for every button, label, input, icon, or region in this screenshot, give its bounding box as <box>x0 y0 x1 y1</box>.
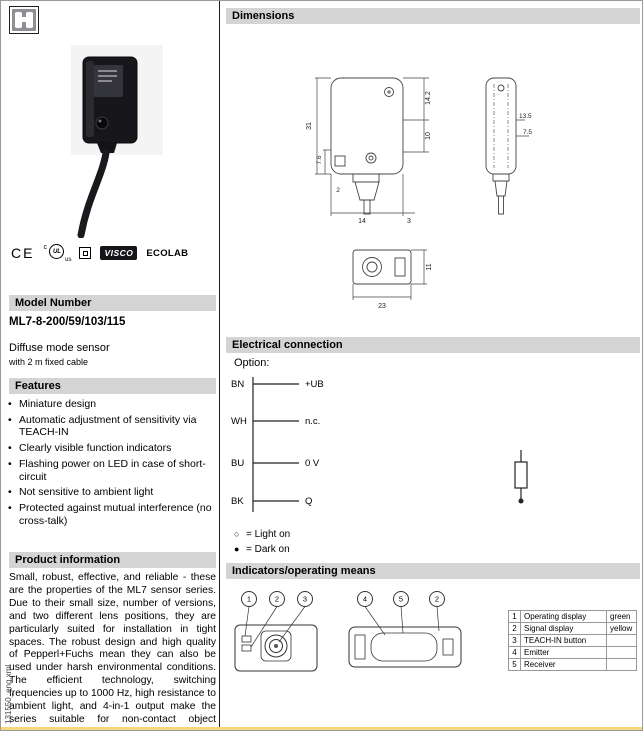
indicator-value <box>606 634 637 647</box>
indicator-label: Receiver <box>520 658 607 671</box>
indicator-number: 3 <box>508 634 521 647</box>
callout-number: 3 <box>303 595 307 604</box>
ul-mark: c UL us <box>43 244 72 263</box>
dimension-labels: 31 14.2 10 7.6 2 14 3 13.5 7.5 23 11 <box>306 91 532 310</box>
switching-legend: ○= Light on ●= Dark on <box>234 527 290 557</box>
callout-number: 1 <box>247 595 251 604</box>
feature-item: Miniature design <box>8 398 216 411</box>
section-header-indicators: Indicators/operating means <box>226 563 640 579</box>
dim-label: 10 <box>425 132 432 140</box>
indicator-label: Emitter <box>520 646 607 659</box>
option-label: Option: <box>234 357 270 369</box>
ecolab-logo: ECOLAB <box>146 247 189 259</box>
indicators-front-view: 1 2 3 <box>234 591 318 672</box>
model-cable-note: with 2 m fixed cable <box>9 357 89 367</box>
model-description: Diffuse mode sensor <box>9 342 110 354</box>
section-header-model-number: Model Number <box>9 295 216 311</box>
wire-signal: 0 V <box>305 458 320 469</box>
product-information-text: Small, robust, effective, and reliable -… <box>9 572 216 730</box>
callout-number: 2 <box>435 595 439 604</box>
section-header-electrical-connection: Electrical connection <box>226 337 640 353</box>
callout-number: 2 <box>275 595 279 604</box>
feature-item: Clearly visible function indicators <box>8 442 216 455</box>
wire-code: BU <box>231 458 244 469</box>
dimension-lines <box>315 77 429 216</box>
feature-item: Protected against mutual interference (n… <box>8 502 216 527</box>
dim-label: 2 <box>336 187 340 194</box>
indicator-label: TEACH-IN button <box>520 634 607 647</box>
callout-number: 4 <box>363 595 367 604</box>
dim-label: 3 <box>407 218 411 225</box>
front-view <box>330 77 404 215</box>
callout-number: 5 <box>399 595 403 604</box>
load-resistor <box>514 450 528 501</box>
sensor-cable <box>77 149 110 238</box>
accent-strip <box>1 727 642 730</box>
legend-light-on: ○= Light on <box>234 529 291 540</box>
table-row: 5 Receiver <box>508 658 637 671</box>
indicator-number: 4 <box>508 646 521 659</box>
table-row: 2 Signal display yellow <box>508 622 637 635</box>
pf-logo-icon <box>9 6 39 34</box>
dim-label: 31 <box>306 122 313 130</box>
section-header-product-information: Product information <box>9 552 216 568</box>
dim-label: 11 <box>426 263 433 270</box>
features-list: Miniature design Automatic adjustment of… <box>8 398 216 531</box>
feature-item: Automatic adjustment of sensitivity via … <box>8 414 216 439</box>
wiring-diagram: BN +UB WH n.c. BU 0 V BK Q <box>231 377 528 512</box>
table-row: 3 TEACH-IN button <box>508 634 637 647</box>
dimensions-drawing: 31 14.2 10 7.6 2 14 3 13.5 7.5 23 11 <box>306 77 532 310</box>
indicator-number: 5 <box>508 658 521 671</box>
wire-code: BK <box>231 496 244 507</box>
indicator-value <box>606 646 637 659</box>
column-divider <box>219 1 220 730</box>
section-header-features: Features <box>9 378 216 394</box>
indicator-label: Operating display <box>520 610 607 623</box>
dim-label: 7.5 <box>523 129 532 136</box>
document-file-label: 131550_eng.xml <box>4 664 13 724</box>
certification-row: CE c UL us VISCO ECOLAB <box>11 241 188 265</box>
indicators-top-view: 4 5 2 <box>348 591 462 668</box>
bottom-view <box>352 249 427 300</box>
wire-signal: Q <box>305 496 312 507</box>
teach-button-center <box>274 644 278 648</box>
dim-label: 23 <box>378 303 386 310</box>
wire-signal: n.c. <box>305 416 320 427</box>
side-view <box>485 77 529 215</box>
sensor-body <box>82 56 138 153</box>
indicator-number: 2 <box>508 622 521 635</box>
table-row: 4 Emitter <box>508 646 637 659</box>
callout-numbers: 4 5 2 <box>363 595 439 604</box>
ul-circle-icon: UL <box>49 244 65 259</box>
model-number: ML7-8-200/59/103/115 <box>9 316 126 328</box>
feature-item: Not sensitive to ambient light <box>8 486 216 499</box>
legend-dark-on: ●= Dark on <box>234 544 290 555</box>
wire-code: BN <box>231 379 244 390</box>
feature-item: Flashing power on LED in case of short-c… <box>8 458 216 483</box>
visco-logo: VISCO <box>100 246 138 260</box>
indicators-table: 1 Operating display green 2 Signal displ… <box>508 610 637 671</box>
indicator-value: green <box>606 610 637 623</box>
table-row: 1 Operating display green <box>508 610 637 623</box>
dim-label: 14 <box>358 218 366 225</box>
wire-signal: +UB <box>305 379 324 390</box>
dim-label: 13.5 <box>519 113 532 120</box>
section-header-dimensions: Dimensions <box>226 8 640 24</box>
callout-numbers: 1 2 3 <box>247 595 307 604</box>
ce-mark: CE <box>11 245 35 261</box>
indicator-value: yellow <box>606 622 637 635</box>
indicator-number: 1 <box>508 610 521 623</box>
dim-label: 14.2 <box>425 91 432 105</box>
double-insulation-icon <box>79 247 92 259</box>
indicator-value <box>606 658 637 671</box>
wire-code: WH <box>231 416 247 427</box>
indicator-label: Signal display <box>520 622 607 635</box>
product-photo <box>71 45 163 238</box>
junction-dot <box>518 498 524 504</box>
dim-label: 7.6 <box>316 155 323 164</box>
wire-labels: BN +UB WH n.c. BU 0 V BK Q <box>231 379 324 507</box>
